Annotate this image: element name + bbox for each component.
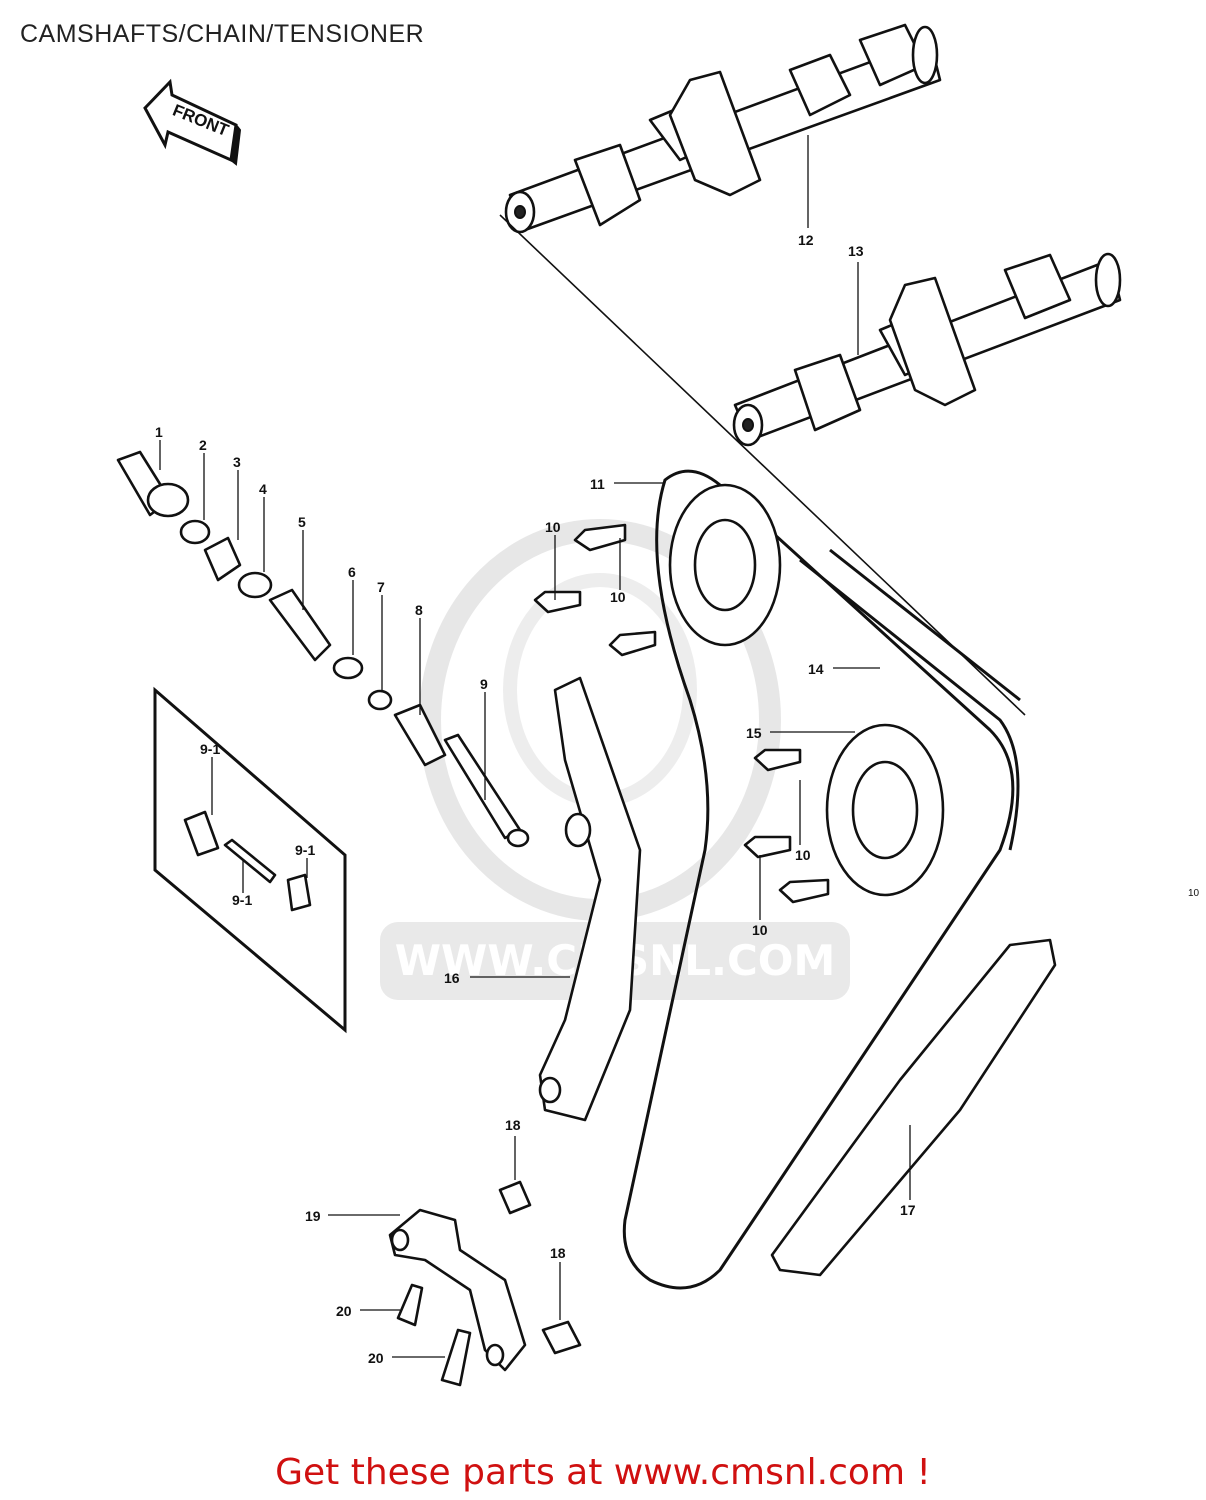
callout-19: 19 [305, 1208, 321, 1224]
front-arrow-icon: FRONT [143, 78, 242, 166]
bracket-bolts [396, 1283, 472, 1387]
collars [498, 1180, 582, 1355]
callout-4: 4 [259, 481, 267, 497]
callout-15: 15 [746, 725, 762, 741]
page-title: CAMSHAFTS/CHAIN/TENSIONER [20, 20, 425, 48]
callout-9-1-bottom: 9-1 [232, 892, 252, 908]
callout-5: 5 [298, 514, 306, 530]
promo-link[interactable]: Get these parts at www.cmsnl.com ! [275, 1452, 931, 1493]
chain-route-line [499, 214, 1026, 716]
callout-13: 13 [848, 243, 864, 259]
callout-9-1-top: 9-1 [200, 741, 220, 757]
callout-18-b: 18 [550, 1245, 566, 1261]
callout-leaders [159, 135, 911, 1358]
chain-tensioner-guide [538, 676, 642, 1122]
callout-18-a: 18 [505, 1117, 521, 1133]
callout-10-b: 10 [610, 589, 626, 605]
camshaft-lower [732, 252, 1122, 447]
callout-2: 2 [199, 437, 207, 453]
camshaft-upper [504, 23, 942, 234]
cam-sprocket-upper [668, 483, 782, 647]
callout-7: 7 [377, 579, 385, 595]
callout-16: 16 [444, 970, 460, 986]
inset-detail-box [153, 686, 347, 1034]
sprocket-bolts [533, 523, 830, 904]
callout-10-d: 10 [752, 922, 768, 938]
guide-bracket [388, 1208, 527, 1372]
diagram-code: 10 [1188, 888, 1200, 899]
callout-17: 17 [900, 1202, 916, 1218]
callout-3: 3 [233, 454, 241, 470]
chain-guide-rear [770, 938, 1057, 1277]
callout-9-1-right: 9-1 [295, 842, 315, 858]
callout-8: 8 [415, 602, 423, 618]
callout-labels: 1 2 3 4 5 6 7 8 9 9-1 9-1 9-1 10 10 10 1… [155, 232, 916, 1366]
callout-10-c: 10 [795, 847, 811, 863]
callout-1: 1 [155, 424, 163, 440]
callout-20-b: 20 [368, 1350, 384, 1366]
callout-10-a: 10 [545, 519, 561, 535]
callout-11: 11 [590, 476, 605, 492]
callout-14: 14 [808, 661, 824, 677]
callout-12: 12 [798, 232, 814, 248]
callout-20-a: 20 [336, 1303, 352, 1319]
cam-sprocket-lower [825, 723, 945, 897]
callout-6: 6 [348, 564, 356, 580]
cam-chain [622, 469, 1021, 1290]
tensioner-assembly [116, 450, 530, 848]
callout-9: 9 [480, 676, 488, 692]
